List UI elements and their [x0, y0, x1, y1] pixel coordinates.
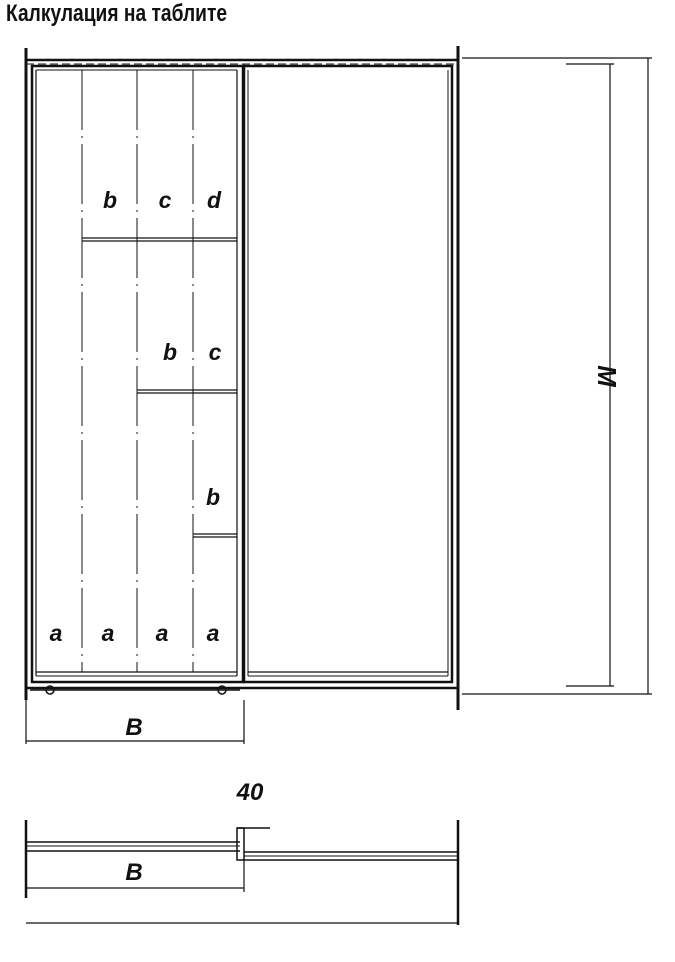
label-row3-b: b: [206, 484, 220, 510]
height-label: M: [592, 365, 622, 388]
page-title: Калкулация на таблите: [6, 0, 228, 27]
label-row4-a4: a: [207, 620, 220, 646]
label-row1-b: b: [103, 187, 117, 213]
right-door: [242, 64, 454, 684]
panel-labels: b c d b c b a a a a M B 40 B: [50, 187, 622, 886]
overlap-label: 40: [236, 779, 264, 806]
roller-wheels: [30, 685, 240, 695]
height-dimension: [462, 57, 652, 695]
label-row4-a2: a: [102, 620, 115, 646]
label-row4-a1: a: [50, 620, 63, 646]
frame-outline: [24, 46, 460, 710]
front-width-dimension: [25, 700, 245, 744]
label-row1-c: c: [159, 187, 172, 213]
top-view: [24, 820, 460, 925]
panel-separators: [82, 237, 237, 538]
panel-division-lines: [81, 70, 194, 672]
top-width-label: B: [125, 859, 142, 886]
label-row4-a3: a: [156, 620, 169, 646]
label-row2-b: b: [163, 339, 177, 365]
label-row2-c: c: [209, 339, 222, 365]
label-row1-d: d: [207, 187, 222, 213]
front-width-label: B: [125, 714, 142, 741]
